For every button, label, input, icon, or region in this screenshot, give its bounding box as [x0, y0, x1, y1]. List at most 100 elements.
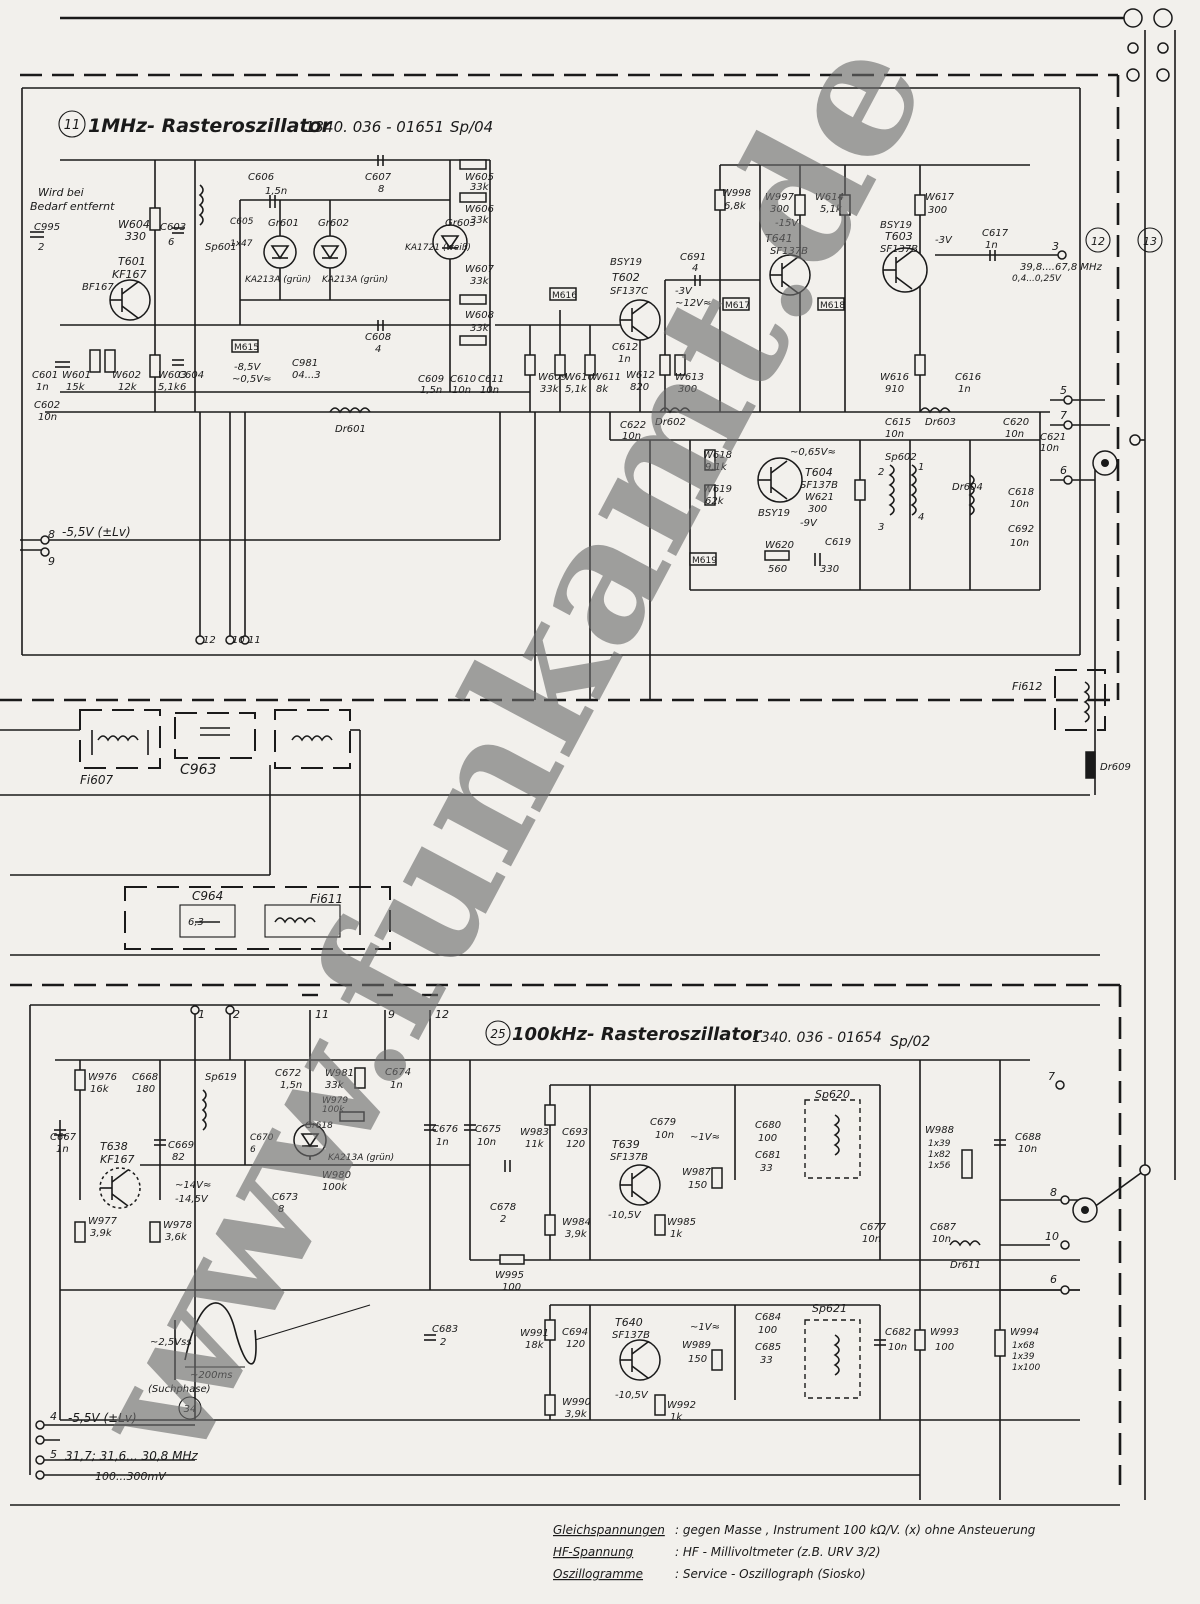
svg-text:W620: W620 [765, 540, 794, 551]
svg-text:W611: W611 [592, 372, 621, 383]
svg-text:W989: W989 [682, 1340, 711, 1351]
svg-text:Gr618: Gr618 [305, 1121, 333, 1131]
svg-text:C677: C677 [860, 1222, 887, 1233]
svg-text:10n: 10n [885, 429, 904, 440]
bottom-module-components: T638 KF167 T639 SF137B T640 SF137B W976 … [50, 1067, 1041, 1423]
svg-text:100k: 100k [322, 1182, 348, 1193]
svg-text:100: 100 [502, 1282, 521, 1293]
svg-text:C602: C602 [34, 400, 60, 411]
svg-text:100...300mV: 100...300mV [95, 1470, 167, 1483]
svg-text:1n: 1n [36, 382, 49, 393]
svg-text:C606: C606 [248, 172, 274, 183]
svg-text:3,9k: 3,9k [565, 1409, 588, 1420]
svg-text:W984: W984 [562, 1217, 591, 1228]
svg-text:120: 120 [566, 1139, 585, 1150]
svg-text:1,5n: 1,5n [265, 186, 287, 197]
module-part-no: 1340. 036 - 01651 [305, 118, 444, 136]
svg-text:W991: W991 [520, 1328, 549, 1339]
svg-text:W992: W992 [667, 1400, 696, 1411]
svg-text:C683: C683 [432, 1324, 458, 1335]
svg-text:W976: W976 [88, 1072, 117, 1083]
svg-text:150: 150 [688, 1354, 707, 1365]
svg-text:C676: C676 [432, 1124, 458, 1135]
svg-text:300: 300 [770, 204, 789, 215]
svg-text:Gr602: Gr602 [318, 218, 349, 229]
footnote-key-1: Gleichspannungen [553, 1523, 665, 1537]
svg-text:C682: C682 [885, 1327, 911, 1338]
svg-text:C679: C679 [650, 1117, 676, 1128]
svg-text:300: 300 [808, 504, 827, 515]
svg-text:W985: W985 [667, 1217, 696, 1228]
svg-text:Bedarf entfernt: Bedarf entfernt [30, 200, 115, 213]
svg-text:C622: C622 [620, 420, 646, 431]
svg-text:~12V≈: ~12V≈ [675, 298, 711, 309]
svg-text:C687: C687 [930, 1222, 957, 1233]
svg-text:C609: C609 [418, 374, 444, 385]
svg-text:W980: W980 [322, 1170, 351, 1181]
footnote-key-2: HF-Spannung [553, 1545, 634, 1559]
removal-note: Wird bei [38, 186, 84, 199]
svg-text:300: 300 [928, 205, 947, 216]
footnote-text-1: : gegen Masse , Instrument 100 kΩ/V. (x)… [675, 1523, 1036, 1537]
svg-text:C684: C684 [755, 1312, 781, 1323]
svg-text:3,9k: 3,9k [90, 1228, 113, 1239]
svg-text:12: 12 [435, 1008, 449, 1021]
svg-text:C611: C611 [478, 374, 504, 385]
svg-text:C963: C963 [180, 762, 217, 778]
svg-text:T601: T601 [118, 255, 146, 268]
svg-text:5: 5 [1060, 384, 1067, 397]
svg-text:10n: 10n [1040, 443, 1059, 454]
svg-text:33k: 33k [540, 384, 560, 395]
svg-text:C610: C610 [450, 374, 476, 385]
svg-text:8: 8 [1050, 1186, 1057, 1199]
svg-text:T639: T639 [612, 1138, 640, 1151]
svg-text:C675: C675 [475, 1124, 501, 1135]
svg-text:2: 2 [878, 467, 884, 478]
svg-text:C981: C981 [292, 358, 318, 369]
svg-text:13: 13 [1143, 235, 1157, 248]
top-module-header: 11 1MHz- Rasteroszillator 1340. 036 - 01… [30, 110, 493, 213]
svg-text:3,6k: 3,6k [165, 1232, 188, 1243]
svg-text:C995: C995 [34, 222, 60, 233]
svg-text:4: 4 [692, 263, 698, 274]
svg-text:10n: 10n [1010, 538, 1029, 549]
transistor-T640: T640 SF137B [612, 1316, 661, 1381]
svg-text:4: 4 [375, 344, 381, 355]
svg-text:1,5n: 1,5n [420, 385, 442, 396]
svg-text:SF137C: SF137C [610, 286, 648, 297]
svg-text:~1V≈: ~1V≈ [690, 1132, 720, 1143]
diode-Gr601: Gr601 KA213A (grün) [245, 218, 311, 285]
svg-text:SF137B: SF137B [880, 244, 918, 255]
svg-text:2: 2 [233, 1008, 240, 1021]
svg-text:W997: W997 [765, 192, 795, 203]
svg-text:C619: C619 [825, 537, 851, 548]
svg-text:C692: C692 [1008, 524, 1034, 535]
svg-text:33: 33 [760, 1163, 773, 1174]
svg-text:W607: W607 [465, 264, 495, 275]
svg-text:6: 6 [168, 237, 174, 248]
svg-text:2: 2 [500, 1214, 506, 1225]
svg-text:~1V≈: ~1V≈ [690, 1322, 720, 1333]
svg-text:~0,65V≈: ~0,65V≈ [790, 447, 836, 458]
svg-text:330: 330 [820, 564, 839, 575]
svg-text:6: 6 [180, 382, 186, 393]
diode-Gr603: Gr603 KA1721 (weiß) [405, 218, 476, 260]
svg-text:W617: W617 [925, 192, 955, 203]
svg-text:39,8....67,8 MHz: 39,8....67,8 MHz [1020, 262, 1103, 273]
svg-text:6: 6 [250, 1145, 256, 1155]
svg-text:25: 25 [490, 1027, 505, 1041]
svg-text:Fi612: Fi612 [1012, 680, 1042, 693]
svg-text:34: 34 [184, 1404, 197, 1415]
svg-text:180: 180 [136, 1084, 155, 1095]
meas-point-M617: M617 [725, 301, 750, 311]
meas-point-M616: M616 [552, 291, 577, 301]
svg-text:W621: W621 [805, 492, 834, 503]
svg-text:9: 9 [388, 1008, 395, 1021]
svg-text:C601: C601 [32, 370, 58, 381]
svg-text:W614: W614 [815, 192, 844, 203]
svg-text:100: 100 [758, 1325, 777, 1336]
svg-text:1k: 1k [670, 1412, 683, 1423]
svg-text:C621: C621 [1040, 432, 1066, 443]
svg-text:W983: W983 [520, 1127, 549, 1138]
svg-text:(Suchphase): (Suchphase) [148, 1384, 211, 1395]
